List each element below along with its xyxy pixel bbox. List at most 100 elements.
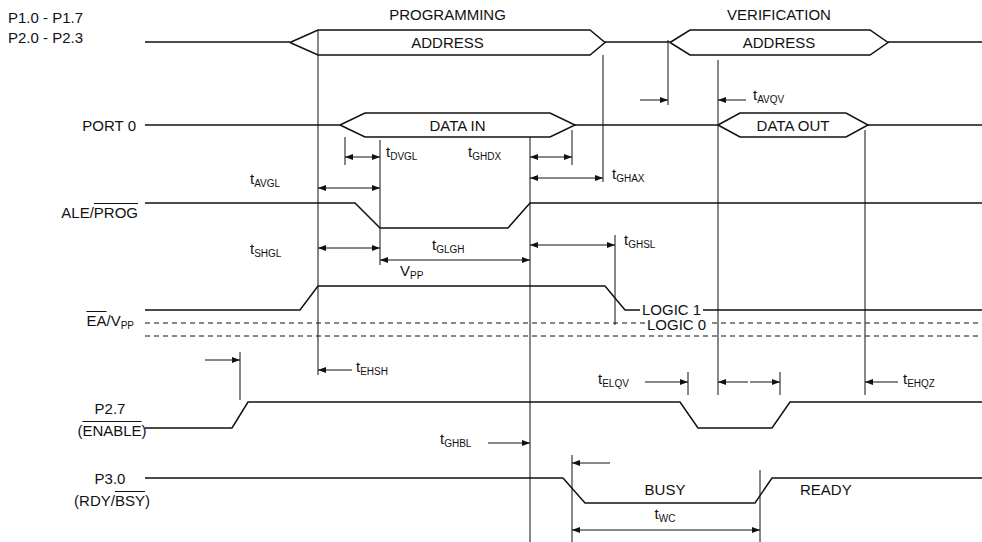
text-segment: ) (145, 492, 150, 509)
bus-hexagon: DATA OUT (718, 113, 868, 137)
text-segment: t (432, 236, 436, 253)
bus-hexagon: PROGRAMMINGADDRESS (290, 30, 605, 55)
timing-line (380, 140, 381, 265)
bus-hexagon: VERIFICATIONADDRESS (670, 30, 888, 55)
hexagon-shape (290, 30, 605, 55)
text-segment: t (468, 143, 472, 160)
bus-label: ADDRESS (411, 35, 484, 50)
text-segment: t (655, 505, 659, 522)
text-segment: t (753, 86, 757, 103)
timing-parameter: tDVGL (386, 144, 417, 162)
timing-arrow (345, 157, 380, 158)
text-segment: SHGL (254, 248, 281, 259)
text-segment: P1.0 - P1.7 (8, 9, 83, 26)
signal-name: EA/VPP (86, 313, 134, 331)
timing-line (572, 130, 573, 165)
timing-parameter: tEHSH (356, 359, 388, 377)
text-segment: EHQZ (907, 378, 935, 389)
state-label: READY (800, 482, 852, 497)
text-segment: P2.0 - P2.3 (8, 29, 83, 46)
timing-line (865, 130, 866, 395)
bus-line (868, 124, 982, 126)
text-segment: AVGL (254, 178, 280, 189)
text-segment: t (903, 370, 907, 387)
bus-heading: VERIFICATION (727, 7, 831, 22)
text-segment: t (250, 240, 254, 257)
timing-line (318, 30, 319, 375)
text-segment: ALE/ (61, 204, 94, 221)
signal-waveform (145, 478, 982, 503)
text-segment: READY (800, 481, 852, 498)
timing-arrow (718, 382, 748, 383)
signal-name: (RDY/BSY) (74, 493, 150, 508)
text-segment: EHSH (360, 366, 388, 377)
timing-parameter: tSHGL (250, 241, 281, 259)
logic-level-label: LOGIC 0 (645, 317, 708, 332)
bus-line (605, 41, 670, 43)
signal-name: (ENABLE) (77, 423, 146, 438)
text-segment: GLGH (436, 244, 464, 255)
timing-arrow (318, 188, 380, 189)
text-segment: V (400, 262, 410, 279)
text-segment: BSY (115, 492, 145, 509)
hexagon-shape (718, 113, 868, 137)
timing-parameter: tELQV (598, 371, 629, 389)
timing-arrow (572, 530, 760, 531)
timing-arrow (488, 443, 530, 444)
text-segment: (RDY/ (74, 492, 115, 509)
timing-line (603, 55, 604, 182)
timing-line (760, 470, 761, 542)
logic-level-label: LOGIC 1 (640, 302, 703, 317)
logic-level-line (145, 336, 982, 337)
bus-label: DATA OUT (757, 118, 830, 133)
logic-level-line (145, 323, 982, 324)
timing-parameter: tGHAX (612, 166, 645, 184)
bus-label: ADDRESS (743, 35, 816, 50)
text-segment: PROG (94, 204, 138, 221)
signal-name: P2.0 - P2.3 (8, 30, 83, 45)
text-segment: DVGL (390, 151, 417, 162)
timing-arrow (205, 360, 240, 361)
timing-arrow (572, 463, 610, 464)
pin-name: P3.0 (95, 471, 126, 486)
timing-arrow (865, 382, 898, 383)
timing-line (668, 40, 669, 105)
timing-arrow (640, 100, 668, 101)
timing-line (240, 352, 241, 400)
text-segment: LOGIC 0 (647, 316, 706, 333)
timing-line (572, 455, 573, 542)
timing-arrow (318, 248, 380, 249)
timing-line (615, 235, 616, 325)
bus-line (888, 41, 982, 43)
timing-arrow (530, 245, 615, 246)
text-segment: t (612, 165, 616, 182)
text-segment: t (598, 370, 602, 387)
timing-parameter: tGHSL (624, 232, 655, 250)
text-segment: LOGIC 1 (642, 301, 701, 318)
timing-arrow (750, 382, 780, 383)
timing-parameter: tWC (655, 506, 676, 524)
text-segment: AVQV (757, 94, 784, 105)
bus-heading: PROGRAMMING (389, 7, 506, 22)
timing-line (780, 372, 781, 395)
text-segment: /V (106, 312, 120, 329)
text-segment: GHSL (628, 239, 655, 250)
text-segment: t (356, 358, 360, 375)
text-segment: PP (410, 270, 423, 281)
signal-waveform (145, 402, 982, 428)
text-segment: P2.7 (95, 400, 126, 417)
timing-arrow (318, 370, 352, 371)
text-segment: WC (659, 513, 676, 524)
timing-parameter: tAVQV (753, 87, 784, 105)
timing-arrow (645, 382, 688, 383)
bus-line (145, 124, 340, 126)
hexagon-shape (340, 113, 575, 137)
text-segment: GHBL (444, 438, 471, 449)
text-segment: PP (121, 320, 134, 331)
signal-waveform (145, 286, 982, 310)
text-segment: ENABLE (82, 422, 141, 439)
